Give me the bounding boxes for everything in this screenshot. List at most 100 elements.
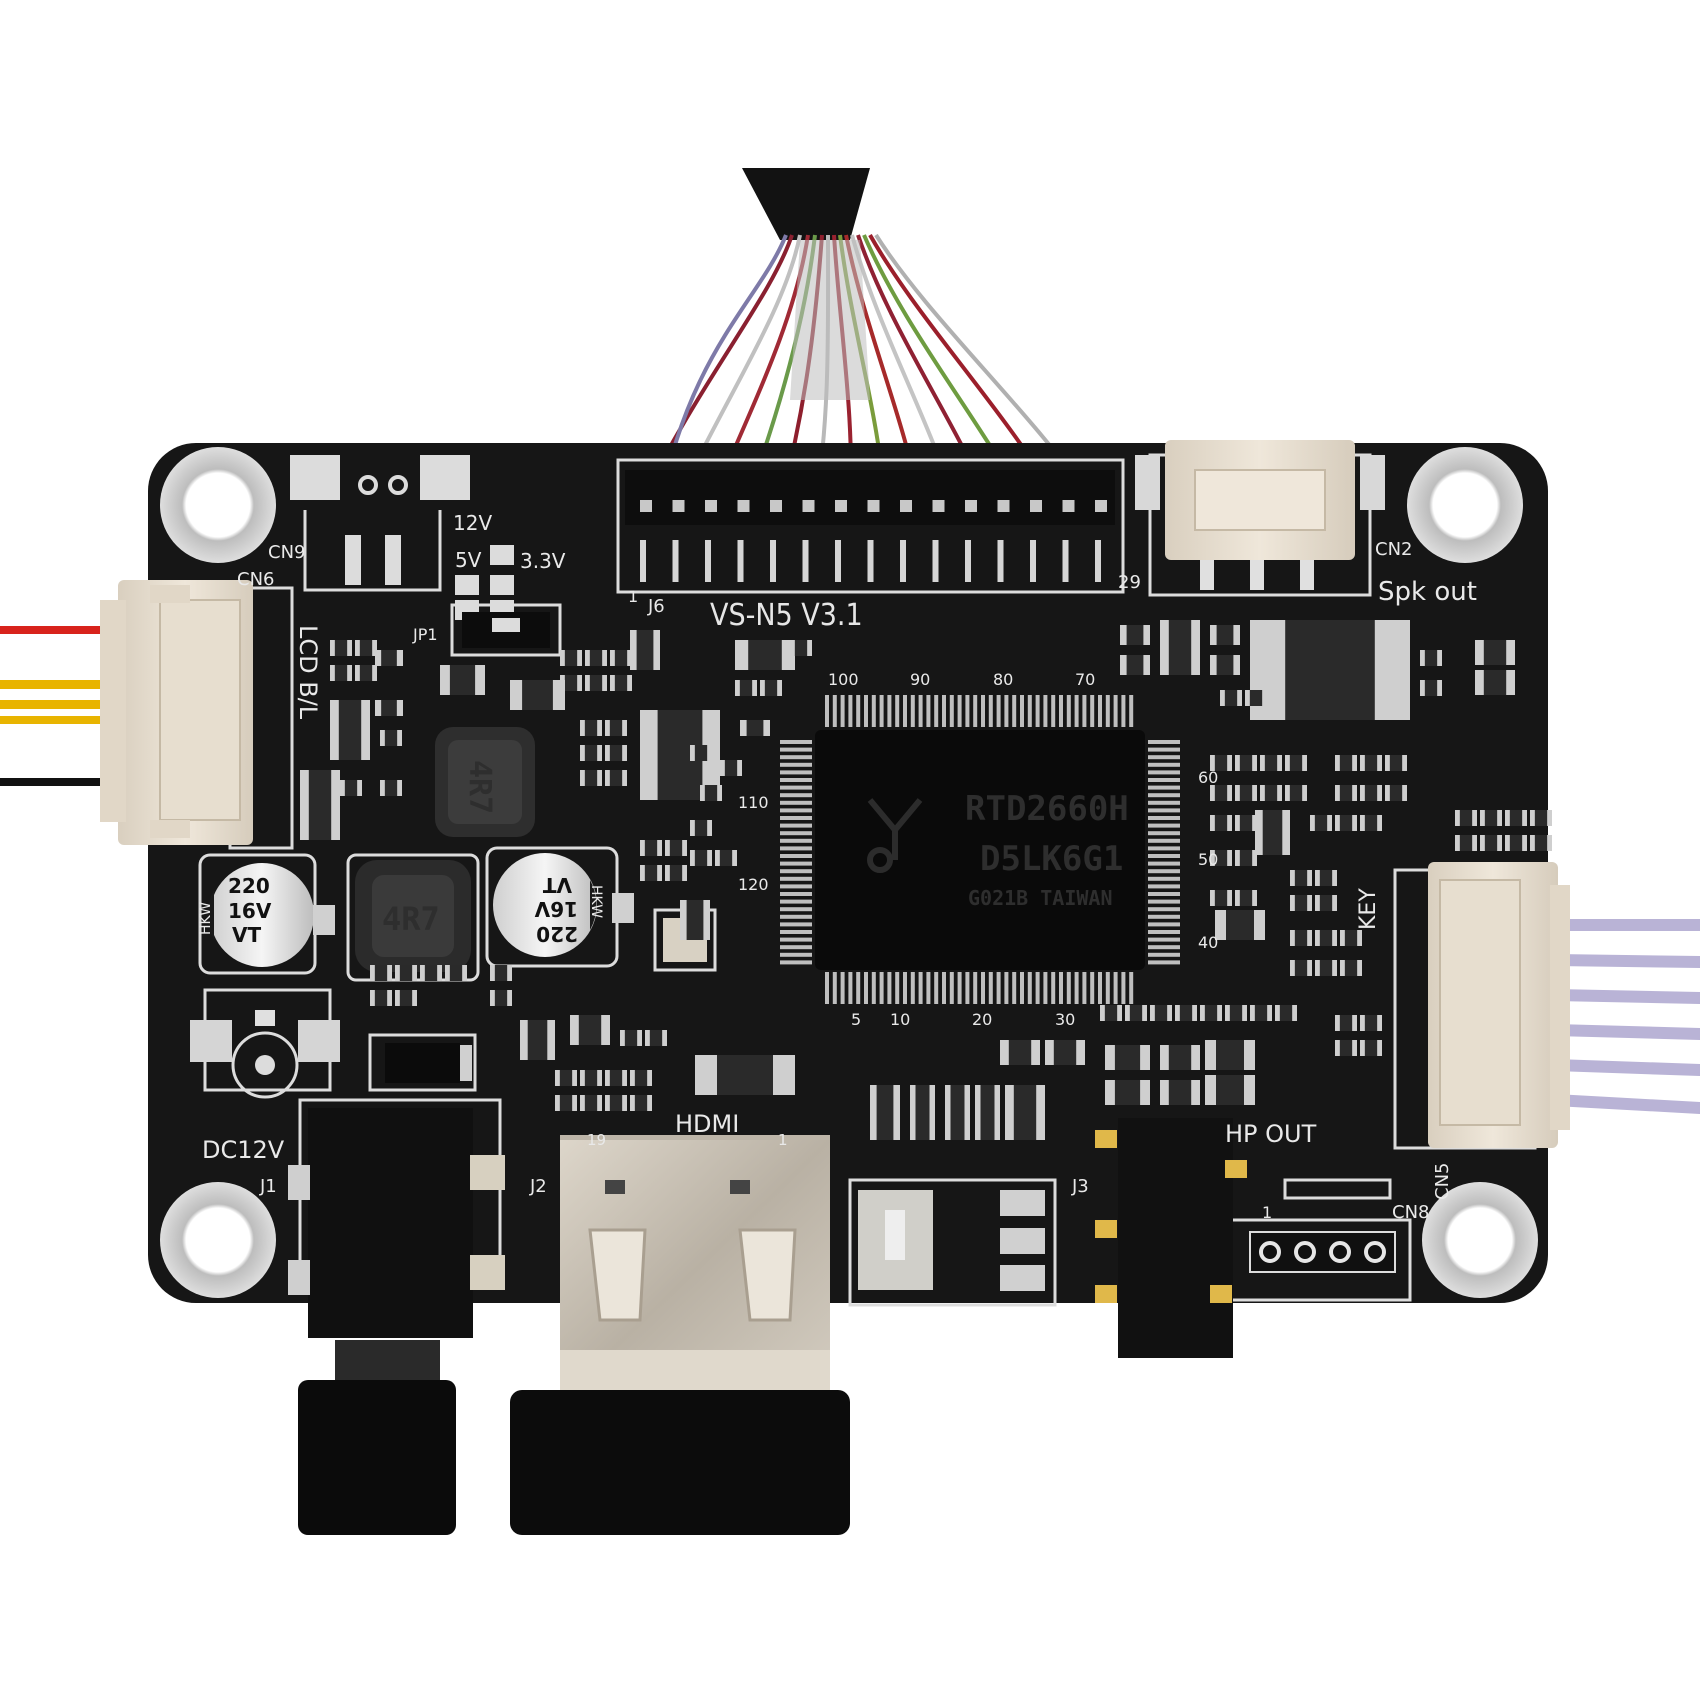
voltage-regulator <box>848 1178 1057 1307</box>
smd-pad <box>1360 1040 1365 1056</box>
header-pin <box>900 540 906 582</box>
chip-pin <box>918 972 923 1004</box>
speaker-connector-cn2 <box>1135 440 1385 597</box>
smd-pad <box>1192 1005 1197 1021</box>
header-pin <box>1095 500 1107 512</box>
smd-pad <box>1205 1075 1216 1105</box>
smd-part <box>375 650 403 666</box>
smd-pad <box>1235 850 1240 866</box>
smd-pad <box>380 780 385 796</box>
chip-marking-line3: G021B TAIWAN <box>968 886 1113 910</box>
smd-pad <box>1374 620 1410 720</box>
smd-pad <box>1210 755 1215 771</box>
smd-pad <box>945 1085 951 1140</box>
smd-part <box>1480 810 1502 826</box>
smd-pad <box>1292 1005 1297 1021</box>
chip-pin <box>1148 914 1180 919</box>
smd-part <box>355 640 377 656</box>
chip-pin <box>981 695 985 727</box>
smd-pad <box>1307 930 1312 946</box>
smd-pad <box>1315 960 1320 976</box>
smd-pad <box>605 770 610 786</box>
smd-part <box>585 675 607 691</box>
chip-pin <box>1148 892 1180 896</box>
smd-pad <box>1150 1005 1155 1021</box>
smd-part <box>605 745 627 761</box>
capacitor-right-text: 220 16V VT HKW <box>534 873 604 946</box>
chip-pin <box>934 972 939 1004</box>
smd-pad <box>622 1070 627 1086</box>
smd-pad <box>602 650 607 666</box>
smd-pad <box>1205 1040 1216 1070</box>
smd-pad <box>547 1020 555 1060</box>
smd-pad <box>380 730 385 746</box>
smd-part <box>690 820 712 836</box>
smd-pad <box>1120 625 1127 645</box>
smd-pad <box>720 760 725 776</box>
smd-pad <box>1377 1015 1382 1031</box>
smd-pad <box>462 965 467 981</box>
smd-pad <box>580 770 585 786</box>
chip-pin <box>1129 972 1134 1004</box>
smd-part <box>1340 960 1362 976</box>
label-hdmi-pin1: 1 <box>778 1131 788 1149</box>
smd-pad <box>1455 810 1460 826</box>
smd-pad <box>605 1095 610 1111</box>
smd-pad <box>1252 755 1257 771</box>
smd-pad <box>1505 810 1510 826</box>
smd-pad <box>622 770 627 786</box>
smd-pad <box>1352 1015 1357 1031</box>
chip-pin <box>1004 695 1009 727</box>
chip-pin <box>1148 960 1180 965</box>
pin-num-bottom-0: 5 <box>851 1010 861 1029</box>
chip-pin <box>1148 922 1180 927</box>
smd-pad <box>1233 655 1240 675</box>
chip-pin <box>910 695 915 727</box>
smd-pad <box>735 640 749 670</box>
smd-pad <box>597 745 602 761</box>
smd-pad <box>372 665 377 681</box>
smd-pad <box>777 680 782 696</box>
label-pin1: 1 <box>628 587 638 606</box>
smd-pad <box>1307 895 1312 911</box>
smd-pad <box>396 650 403 666</box>
chip-pin <box>780 876 812 881</box>
smd-part <box>1120 655 1150 675</box>
mounting-hole-tl <box>160 447 276 563</box>
chip-pin <box>1012 695 1017 727</box>
keypad-connector-cn5 <box>1393 862 1570 1150</box>
chip-pin <box>780 747 812 752</box>
smd-pad <box>680 900 687 940</box>
pin-num-top-2: 80 <box>993 670 1013 689</box>
smd-part <box>330 640 352 656</box>
smd-part <box>1335 1015 1357 1031</box>
header-pin <box>965 540 971 582</box>
smd-pad <box>555 1070 560 1086</box>
smd-pad <box>1315 870 1320 886</box>
smd-pad <box>440 665 450 695</box>
smd-pad <box>375 650 382 666</box>
smd-pad <box>1036 1085 1045 1140</box>
chip-pin <box>879 695 884 727</box>
smd-pad <box>690 850 695 866</box>
smd-part <box>1290 895 1312 911</box>
smd-pad <box>1245 690 1250 706</box>
smd-part <box>420 965 442 981</box>
mounting-hole-bl <box>160 1182 276 1298</box>
smd-pad <box>1217 1005 1222 1021</box>
smd-pad <box>975 1085 981 1140</box>
smd-part <box>1455 835 1477 851</box>
chip-pin <box>1074 695 1079 727</box>
chip-pin <box>780 945 812 950</box>
smd-pad <box>640 710 658 800</box>
smd-part <box>1505 835 1527 851</box>
smd-pad <box>1045 1040 1054 1065</box>
smd-pad <box>1000 1040 1009 1065</box>
chip-pin <box>973 972 978 1004</box>
chip-pin <box>780 892 812 896</box>
smd-pad <box>507 990 512 1006</box>
smd-part <box>1235 850 1257 866</box>
smd-part <box>790 640 812 656</box>
smd-part <box>1290 960 1312 976</box>
pin-num-bottom-2: 20 <box>972 1010 992 1029</box>
